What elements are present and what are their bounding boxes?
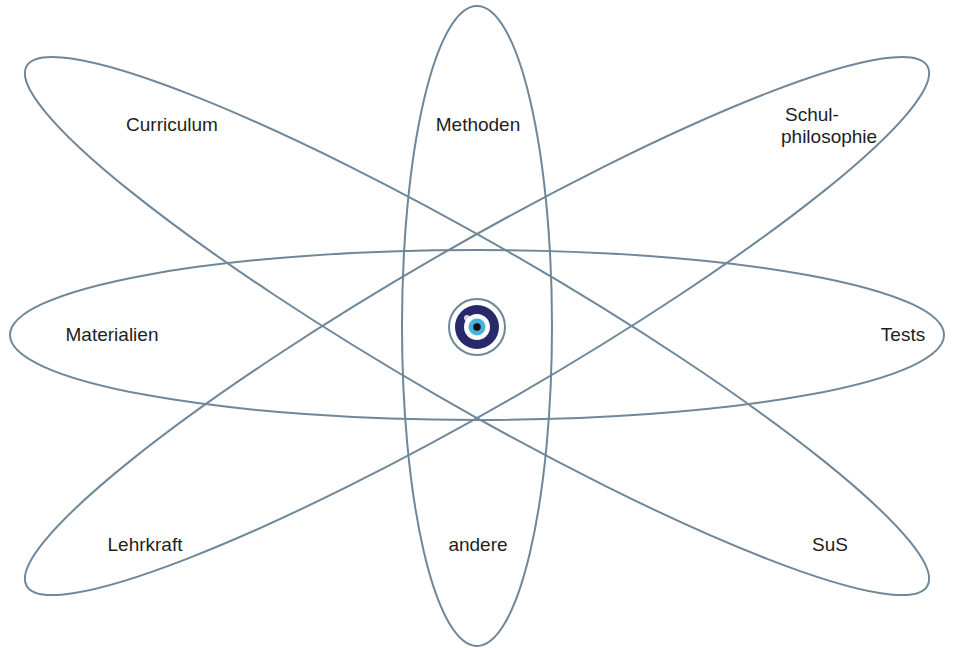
petal-label: SuS [790,534,870,556]
petal-label: Curriculum [102,114,242,136]
petal-label: Schul- philosophie [781,104,843,148]
petal-label: Methoden [423,114,533,136]
petal-label: Tests [868,324,938,346]
petal-label: Lehrkraft [85,534,205,556]
petal-label: andere [428,534,528,556]
petal-label: Materialien [47,324,177,346]
